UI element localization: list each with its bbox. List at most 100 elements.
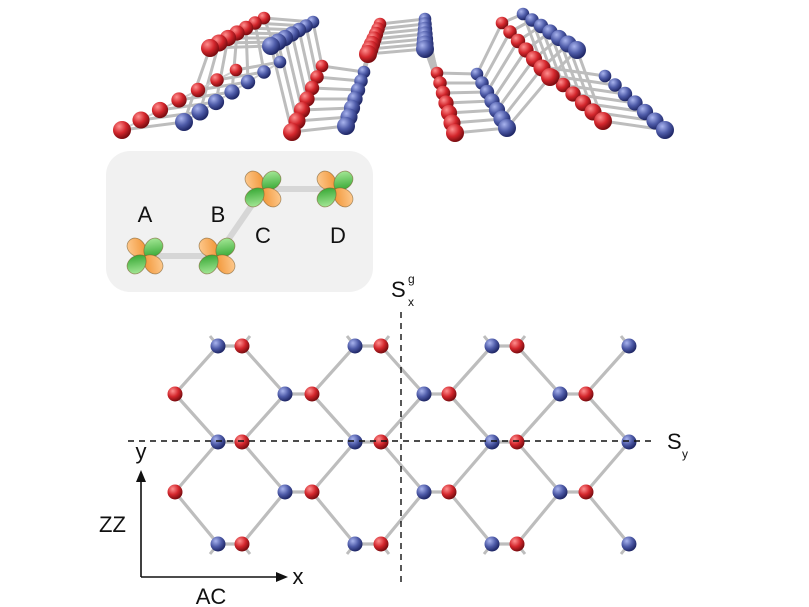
atom-blue bbox=[621, 434, 637, 450]
atom-blue-3d bbox=[175, 113, 193, 131]
sx-glide-label: S g x bbox=[391, 272, 415, 309]
layer-bond bbox=[445, 99, 493, 105]
lattice-bond bbox=[379, 392, 426, 444]
layer-bond bbox=[500, 67, 544, 120]
atom-red bbox=[234, 338, 250, 354]
sy-subscript: y bbox=[682, 447, 688, 461]
lattice-bond bbox=[310, 392, 357, 444]
atom-red-3d bbox=[495, 16, 509, 30]
layer-bond bbox=[490, 49, 528, 102]
atom-blue-3d bbox=[608, 78, 622, 92]
atom-red-3d bbox=[541, 68, 559, 86]
atom-blue bbox=[277, 484, 293, 500]
lattice-bond bbox=[310, 440, 357, 494]
atom-red bbox=[167, 484, 183, 500]
lattice-bond bbox=[515, 440, 562, 494]
lattice-bond bbox=[310, 344, 357, 396]
atom-blue bbox=[210, 536, 226, 552]
orbital-lobe bbox=[244, 187, 265, 208]
atom-red-3d bbox=[555, 77, 571, 93]
atom-blue-3d bbox=[598, 69, 612, 83]
lattice-bond bbox=[173, 440, 220, 494]
layer-bond bbox=[121, 120, 185, 132]
layer-bond bbox=[301, 106, 353, 112]
orbital-lobe bbox=[126, 254, 147, 275]
lattice-bond bbox=[447, 392, 494, 444]
atom-red bbox=[373, 536, 389, 552]
layer-bond bbox=[316, 75, 362, 83]
lattice-bond bbox=[584, 344, 631, 396]
atom-red-3d bbox=[171, 92, 187, 108]
atom-red bbox=[509, 536, 525, 552]
atom-blue bbox=[347, 434, 363, 450]
atom-red bbox=[509, 338, 525, 354]
atom-red bbox=[509, 434, 525, 450]
layer-bond bbox=[495, 58, 536, 111]
lattice-bond bbox=[240, 440, 287, 494]
atom-red-3d bbox=[229, 63, 243, 77]
layer-bond bbox=[552, 74, 616, 87]
layer-bond bbox=[140, 110, 201, 122]
layer-bond bbox=[475, 22, 504, 75]
atom-blue-3d bbox=[224, 84, 240, 100]
atom-blue-3d bbox=[568, 41, 586, 59]
lattice-bond bbox=[515, 392, 562, 444]
layer-bond bbox=[379, 17, 426, 26]
lattice-bond bbox=[240, 344, 287, 396]
atom-blue-3d bbox=[498, 119, 516, 137]
orbital-inset-panel: A B C D bbox=[106, 151, 373, 292]
lattice-bond bbox=[310, 490, 357, 546]
atom-blue-3d bbox=[656, 121, 674, 139]
layer-bond bbox=[311, 86, 359, 92]
lattice-bond bbox=[240, 490, 287, 546]
atom-red-3d bbox=[503, 25, 517, 39]
atom-blue-3d bbox=[617, 86, 633, 102]
lattice-bond bbox=[515, 344, 562, 396]
orbital-label-b: B bbox=[211, 202, 226, 227]
lattice-bond bbox=[515, 490, 562, 546]
y-axis-arrowhead bbox=[136, 470, 146, 482]
layer-bond bbox=[371, 37, 426, 46]
atom-blue bbox=[416, 386, 432, 402]
atom-blue bbox=[347, 338, 363, 354]
atom-red-3d bbox=[201, 39, 219, 57]
atom-blue bbox=[416, 484, 432, 500]
lattice-bond bbox=[584, 490, 631, 546]
sx-subscript: x bbox=[408, 295, 414, 309]
lattice-bond bbox=[379, 344, 426, 396]
atom-blue bbox=[484, 434, 500, 450]
layer-bond bbox=[505, 76, 552, 129]
atom-blue-3d bbox=[257, 65, 271, 79]
coordinate-axes: y x ZZ AC bbox=[99, 439, 304, 607]
atom-red-3d bbox=[315, 59, 329, 73]
atom-red bbox=[373, 338, 389, 354]
atom-red bbox=[373, 434, 389, 450]
atom-red-3d bbox=[113, 121, 131, 139]
atom-blue bbox=[210, 434, 226, 450]
orbital-sites bbox=[126, 170, 354, 275]
layer-bond bbox=[304, 25, 319, 78]
atom-red-3d bbox=[359, 45, 377, 63]
atom-blue bbox=[484, 338, 500, 354]
layer-bond bbox=[291, 124, 347, 134]
x-axis-label: x bbox=[293, 564, 304, 589]
layer-bond bbox=[297, 29, 314, 89]
layer-bond bbox=[311, 21, 324, 67]
orbital-label-a: A bbox=[138, 202, 153, 227]
atom-red bbox=[441, 386, 457, 402]
orbital-label-d: D bbox=[330, 223, 346, 248]
atom-red bbox=[441, 484, 457, 500]
atom-blue-3d bbox=[416, 40, 434, 58]
armchair-direction-label: AC bbox=[196, 584, 227, 607]
atom-red bbox=[578, 386, 594, 402]
atom-red-3d bbox=[310, 70, 324, 84]
layer-bond bbox=[276, 41, 299, 122]
atom-red-3d bbox=[210, 73, 224, 87]
layer-bond bbox=[216, 70, 265, 82]
layer-bond bbox=[377, 22, 426, 31]
sx-superscript: g bbox=[408, 272, 415, 286]
atom-blue bbox=[552, 484, 568, 500]
orbital-lobe bbox=[198, 254, 219, 275]
x-axis-arrowhead bbox=[276, 572, 288, 582]
